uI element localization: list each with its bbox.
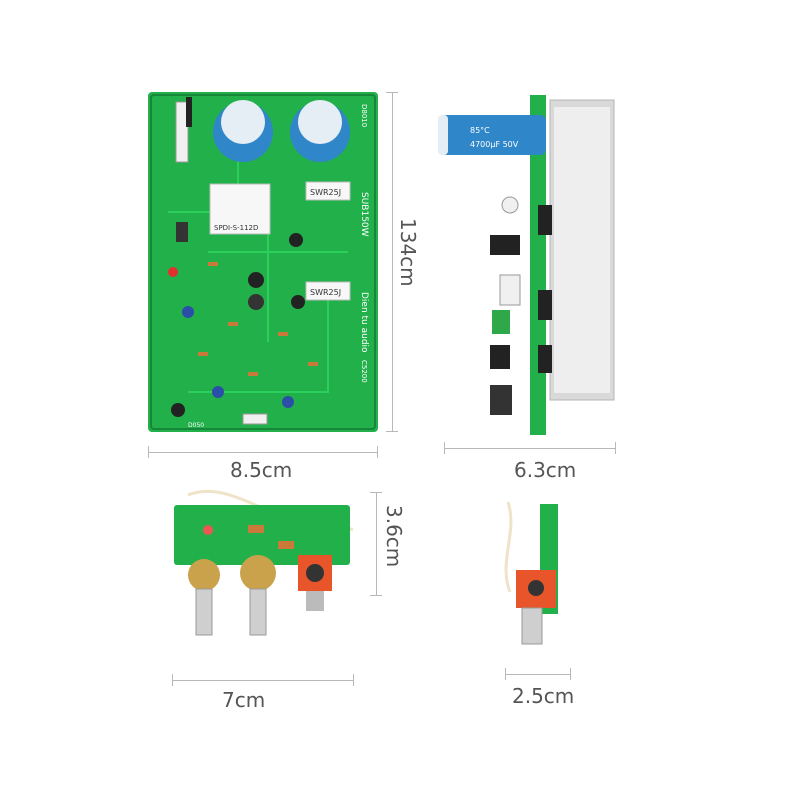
main-board-side-photo: 85°C 4700μF 50V: [438, 95, 615, 435]
dim-control-height: 3.6cm: [382, 505, 406, 568]
dim-control-depth: 2.5cm: [512, 684, 575, 708]
dim-line-control-height: [376, 492, 377, 596]
capacitor-rating: 4700μF 50V: [470, 140, 519, 149]
dim-line-control-width: [172, 680, 354, 681]
dim-line-main-height: [392, 92, 393, 432]
relay-label: SPDI-S-112D: [214, 224, 258, 232]
dim-main-height: 134cm: [396, 218, 420, 287]
dim-control-width: 7cm: [222, 688, 266, 712]
control-board-photo: [174, 489, 354, 636]
dim-main-width: 8.5cm: [230, 458, 293, 482]
resistor-label-2: SWR25J: [310, 288, 341, 297]
side-text-1: SUB150W: [359, 192, 369, 237]
control-board-side-photo: [504, 501, 558, 645]
dim-line-main-depth: [444, 448, 616, 449]
main-board-photo: SPDI-S-112D SWR25J SWR25J SUB150W Dien t…: [148, 92, 378, 432]
side-text-2: Dien tu audio: [359, 292, 369, 353]
dim-main-depth: 6.3cm: [514, 458, 577, 482]
dim-line-control-depth: [505, 674, 571, 675]
dim-line-main-width: [148, 452, 378, 453]
capacitor-brand: 85°C: [470, 126, 490, 135]
side-code-2: D8010: [360, 104, 368, 127]
bottom-code: D050: [188, 422, 204, 429]
resistor-label-1: SWR25J: [310, 188, 341, 197]
side-code-1: C5200: [360, 360, 368, 383]
